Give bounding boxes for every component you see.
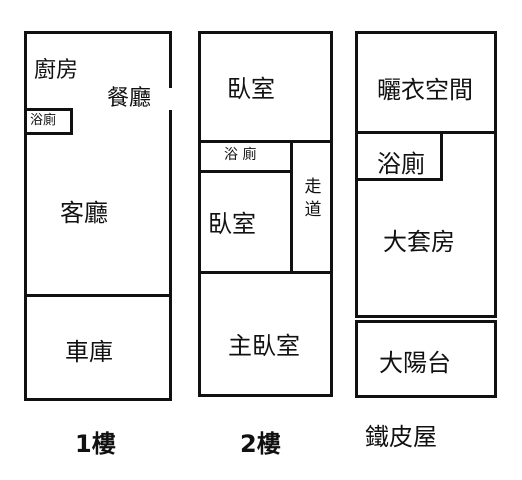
floor1-kitchen-label: 廚房 [34,58,79,83]
floor2-master-top-wall [198,271,333,274]
tin-house-laundry-wall [355,131,497,134]
floor1-bath-box [24,108,73,135]
tin-house-caption: 鐵皮屋 [365,423,437,451]
tin-house-bath-label: 浴廁 [377,150,425,178]
floor2-bedroom-top-label: 臥室 [227,75,275,103]
floor2-bath-bottom-wall [198,170,293,173]
floor1-outline [24,31,172,401]
floor1-garage-label: 車庫 [65,338,113,366]
tin-house-upper-outline [355,31,497,318]
floor2-outline [198,31,333,397]
floor2-bedroom-mid-label: 臥室 [208,210,256,238]
floor2-caption: 2樓 [240,430,281,458]
floor1-bath-label: 浴廁 [30,113,57,128]
tin-house-balcony-label: 大陽台 [379,349,451,377]
floor1-dining-label: 餐廳 [107,86,152,111]
floor1-caption: 1樓 [75,430,116,458]
tin-house-laundry-label: 曬衣空間 [377,76,473,104]
floor2-bath-label: 浴 廁 [224,147,257,163]
floor2-master-label: 主臥室 [228,332,300,360]
floor1-living-label: 客廳 [60,199,108,227]
tin-house-balcony-outline [355,320,497,398]
tin-house-suite-label: 大套房 [383,228,455,256]
tin-house-bath-wall [440,131,443,181]
floor2-corridor-wall [290,140,293,273]
floor2-corridor-label: 走道 [304,177,322,220]
floor2-bedroom-top-wall [198,140,333,143]
floor1-dining-opening [168,88,176,110]
tin-house-bath-bottom-wall [355,178,443,181]
floor1-garage-wall [24,294,172,297]
